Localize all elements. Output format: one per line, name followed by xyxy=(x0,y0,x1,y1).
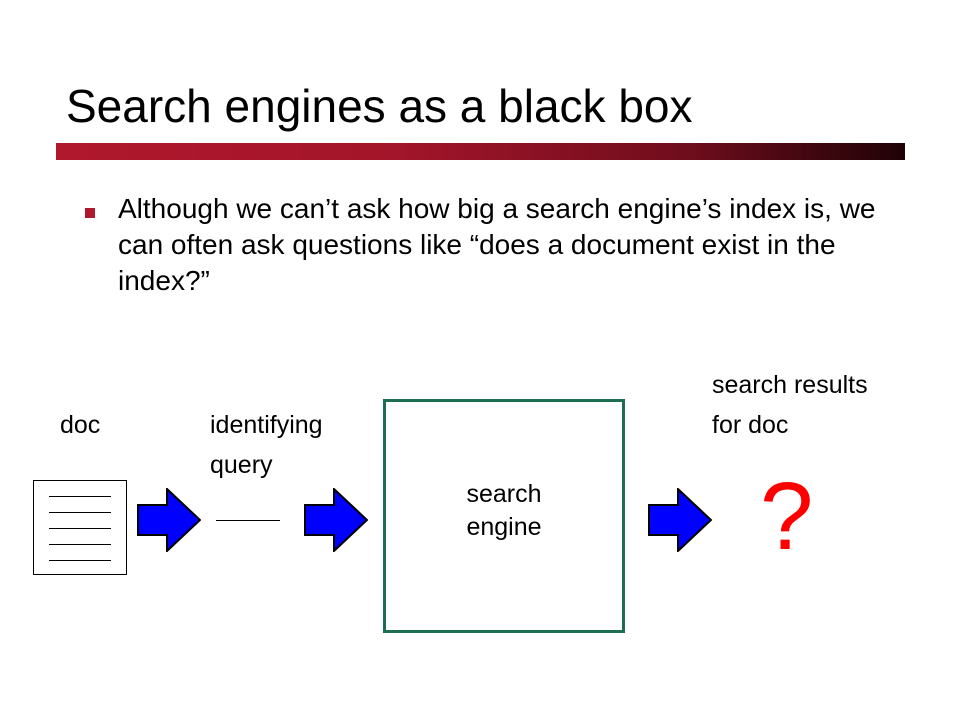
engine-label-line2: engine xyxy=(466,513,542,541)
query-text-line xyxy=(216,520,280,521)
search-engine-box: search engine xyxy=(383,399,625,633)
document-text-line xyxy=(49,560,111,561)
results-label-line2: for doc xyxy=(712,411,789,439)
query-label-line1: identifying xyxy=(210,411,323,439)
slide-title: Search engines as a black box xyxy=(66,80,693,132)
document-text-line xyxy=(49,512,111,513)
document-text-line xyxy=(49,496,111,497)
question-mark: ? xyxy=(760,463,814,570)
arrow-right-icon xyxy=(648,488,712,552)
document-icon xyxy=(33,480,127,575)
query-label-line2: query xyxy=(210,451,273,479)
results-label-line1: search results xyxy=(712,371,868,399)
document-text-line xyxy=(49,528,111,529)
engine-label-line1: search xyxy=(466,480,542,508)
bullet-text: Although we can’t ask how big a search e… xyxy=(118,193,876,296)
title-underline-bar xyxy=(56,143,905,160)
arrow-right-icon xyxy=(304,488,368,552)
engine-label: search engine xyxy=(386,478,622,544)
doc-label: doc xyxy=(60,411,101,439)
document-text-line xyxy=(49,544,111,545)
arrow-right-icon xyxy=(137,488,201,552)
bullet-square-icon xyxy=(85,208,95,218)
